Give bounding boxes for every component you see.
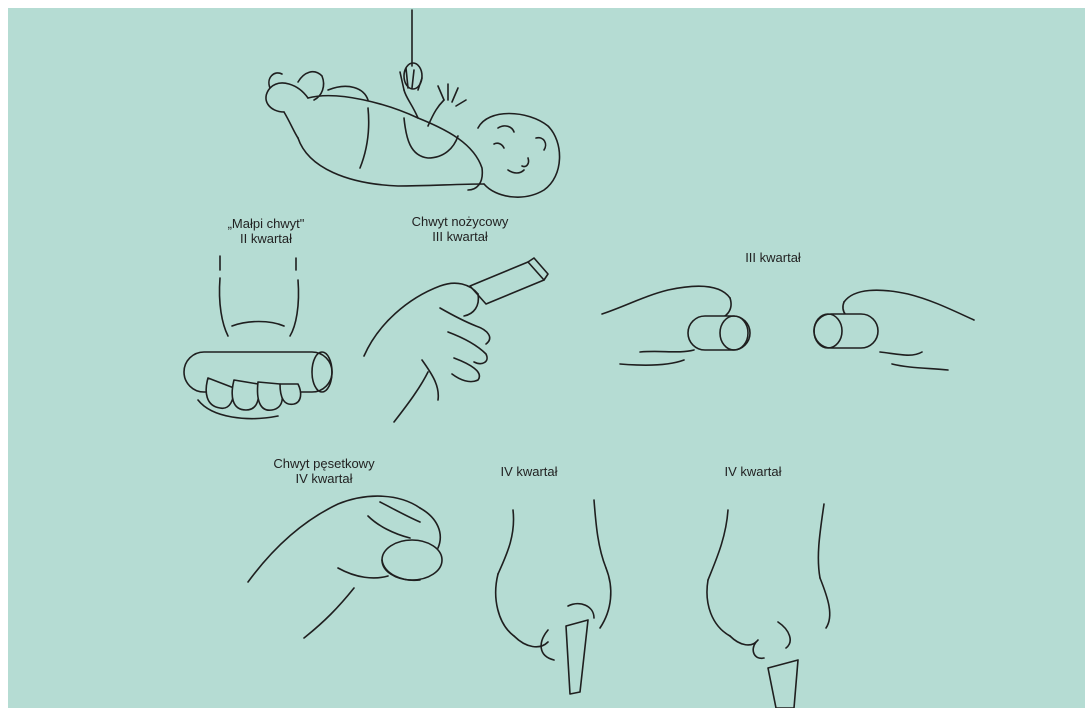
monkey-grip-title: „Małpi chwyt" — [206, 216, 326, 231]
q4-wedge-a-label: IV kwartał — [484, 464, 574, 479]
tweezer-grip-quarter: IV kwartał — [254, 471, 394, 486]
illustration-panel: „Małpi chwyt" II kwartał Chwyt nożycowy … — [8, 8, 1085, 708]
monkey-grip-quarter: II kwartał — [206, 231, 326, 246]
q3-roll-label: III kwartał — [728, 250, 818, 265]
grasp-development-illustration — [8, 8, 1085, 708]
tweezer-grip-title: Chwyt pęsetkowy — [254, 456, 394, 471]
scissor-grip-title: Chwyt nożycowy — [390, 214, 530, 229]
q4-wedge-b-label: IV kwartał — [708, 464, 798, 479]
tweezer-grip-label: Chwyt pęsetkowy IV kwartał — [254, 456, 394, 486]
scissor-grip-quarter: III kwartał — [390, 229, 530, 244]
scissor-grip-label: Chwyt nożycowy III kwartał — [390, 214, 530, 244]
monkey-grip-label: „Małpi chwyt" II kwartał — [206, 216, 326, 246]
panel-background — [8, 8, 1085, 708]
